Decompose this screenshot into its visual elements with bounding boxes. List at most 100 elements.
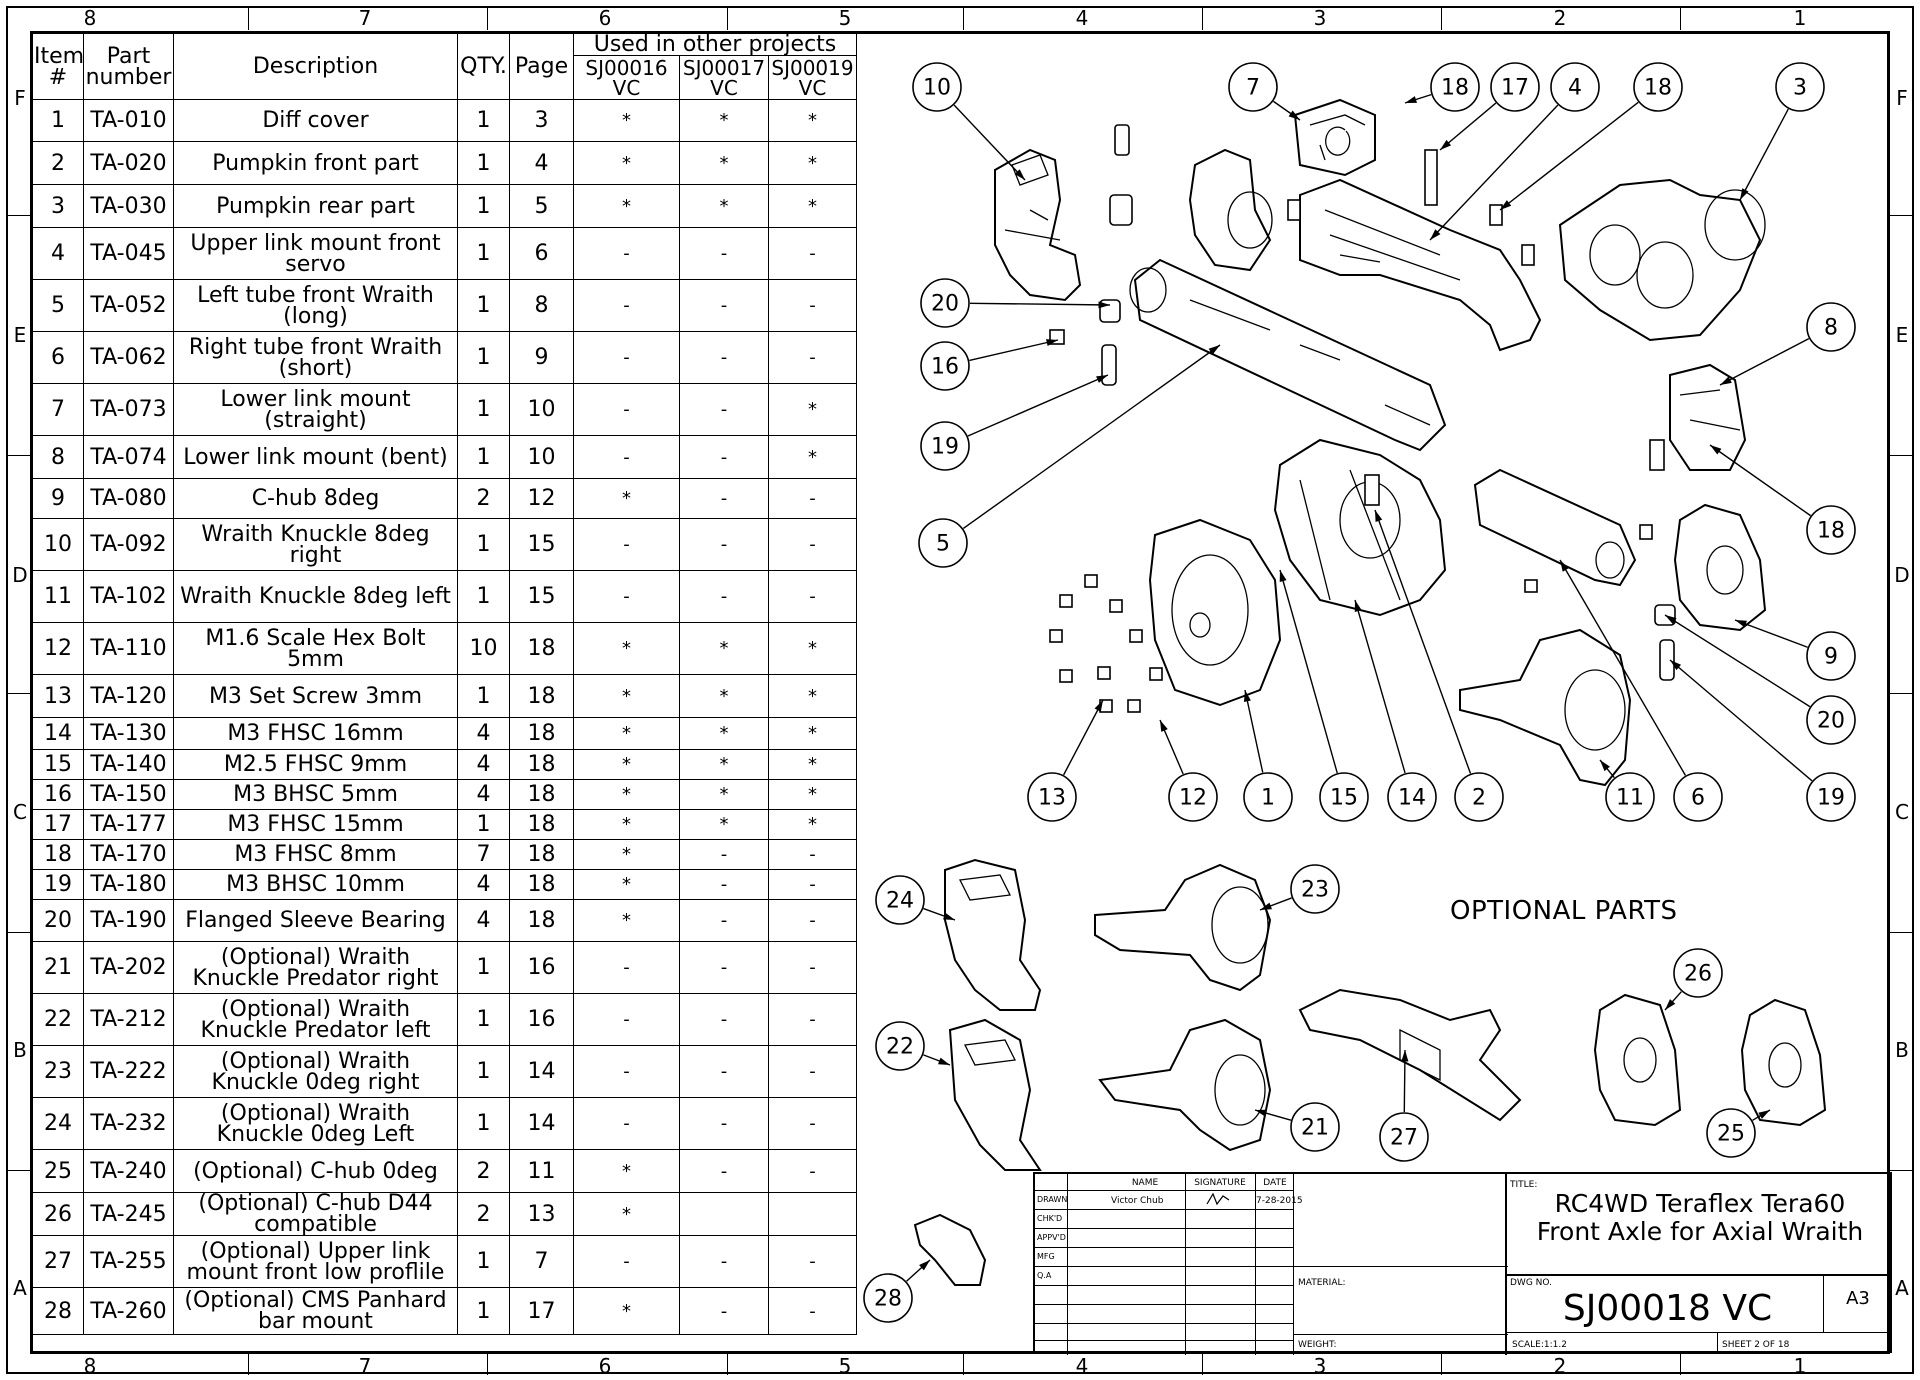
leader-arrowhead [1255, 1109, 1267, 1117]
bom-project-1: * [573, 717, 680, 750]
tb-row-label: MFG [1037, 1252, 1055, 1261]
balloon-leader-line [962, 344, 1221, 530]
zone-tick [1680, 8, 1681, 30]
bom-item-number: 28 [32, 1287, 84, 1335]
balloon-leader-line [1739, 108, 1789, 201]
bom-project-1: - [573, 1045, 680, 1098]
balloon-circle [1168, 772, 1218, 822]
bom-project-1: - [573, 570, 680, 623]
title-block-line [1505, 1174, 1507, 1355]
leader-arrowhead [1160, 720, 1168, 732]
bom-project-3 [768, 1192, 857, 1236]
bom-project-2: * [679, 779, 769, 810]
item-balloon: 14 [1387, 772, 1437, 822]
tb-drawn-date: 7-28-2015 [1256, 1196, 1303, 1206]
bom-part-number: TA-190 [83, 899, 174, 942]
bom-item-number: 18 [32, 839, 84, 870]
bom-part-number: TA-073 [83, 383, 174, 436]
leader-arrowhead [938, 1057, 950, 1065]
bom-project-3: * [768, 141, 857, 185]
balloon-leader-line [1439, 102, 1497, 151]
tb-row-label: CHK'D [1037, 1214, 1063, 1223]
item-balloon: 5 [918, 518, 968, 568]
bom-qty: 1 [457, 1097, 510, 1150]
zone-tick [487, 1353, 488, 1375]
leader-arrowhead [1288, 110, 1300, 120]
bom-project-3: * [768, 779, 857, 810]
title-block-line [1035, 1304, 1293, 1305]
zone-tick [248, 1353, 249, 1375]
zone-tick [248, 8, 249, 30]
title-block-line [1717, 1332, 1718, 1353]
item-balloon: 1 [1243, 772, 1293, 822]
balloon-circle [863, 1273, 913, 1323]
balloon-circle [1673, 772, 1723, 822]
balloon-number: 25 [1717, 1122, 1745, 1147]
balloon-number: 19 [931, 435, 959, 460]
item-balloon: 27 [1379, 1112, 1429, 1162]
zone-tick [1202, 8, 1203, 30]
item-balloon: 12 [1168, 772, 1218, 822]
tb-weight-label: WEIGHT: [1298, 1340, 1337, 1350]
zone-row-label: A [13, 1276, 27, 1300]
zone-row-label: C [1895, 800, 1909, 824]
bom-item-number: 9 [32, 478, 84, 519]
leader-arrowhead [943, 912, 955, 920]
zone-column-label: 2 [1553, 1354, 1567, 1378]
header-item: Item # [32, 33, 84, 100]
balloon-number: 21 [1301, 1116, 1329, 1141]
bom-description: Wraith Knuckle 8deg right [173, 518, 458, 571]
bom-page: 10 [509, 383, 574, 436]
zone-column-label: 8 [83, 6, 97, 30]
leader-arrowhead [1440, 139, 1452, 150]
tb-col-signature: SIGNATURE [1194, 1178, 1246, 1188]
balloon-number: 2 [1472, 786, 1486, 811]
bom-qty: 1 [457, 570, 510, 623]
bom-project-3: - [768, 1097, 857, 1150]
zone-tick [487, 8, 488, 30]
bom-project-3: - [768, 1235, 857, 1288]
zone-tick [1680, 1353, 1681, 1375]
tb-sheet: SHEET 2 OF 18 [1722, 1340, 1790, 1350]
balloon-circle [1243, 772, 1293, 822]
zone-row-label: F [1896, 86, 1908, 110]
balloon-leader-line [1709, 444, 1811, 517]
item-balloon: 15 [1319, 772, 1369, 822]
bom-item-number: 11 [32, 570, 84, 623]
bom-project-3: - [768, 993, 857, 1046]
optional-parts-label: OPTIONAL PARTS [1450, 896, 1678, 926]
bom-item-number: 4 [32, 227, 84, 280]
bom-project-3: - [768, 1287, 857, 1335]
leader-arrowhead [1260, 902, 1272, 910]
item-balloon: 20 [1806, 695, 1856, 745]
tb-col-name: NAME [1131, 1178, 1159, 1188]
tb-row-label: Q.A [1037, 1271, 1052, 1280]
item-balloon: 13 [1027, 772, 1077, 822]
bom-qty: 10 [457, 622, 510, 675]
balloon-leader-line [1559, 559, 1687, 776]
balloon-number: 20 [931, 292, 959, 317]
bom-page: 18 [509, 717, 574, 750]
zone-tick [1441, 8, 1442, 30]
header-page: Page [509, 33, 574, 100]
leader-arrowhead [1758, 1110, 1770, 1119]
bom-item-number: 20 [32, 899, 84, 942]
balloon-leader-line [1734, 619, 1808, 648]
tb-dwg-no: SJ00018 VC [1562, 1288, 1773, 1329]
item-balloon: 18 [1430, 62, 1480, 112]
bom-project-3: - [768, 227, 857, 280]
leader-arrowhead [1710, 445, 1722, 455]
zone-column-label: 5 [838, 1354, 852, 1378]
bom-project-1: - [573, 941, 680, 994]
bom-description: M2.5 FHSC 9mm [173, 749, 458, 780]
bom-project-3: - [768, 518, 857, 571]
bom-page: 6 [509, 227, 574, 280]
bom-item-number: 2 [32, 141, 84, 185]
